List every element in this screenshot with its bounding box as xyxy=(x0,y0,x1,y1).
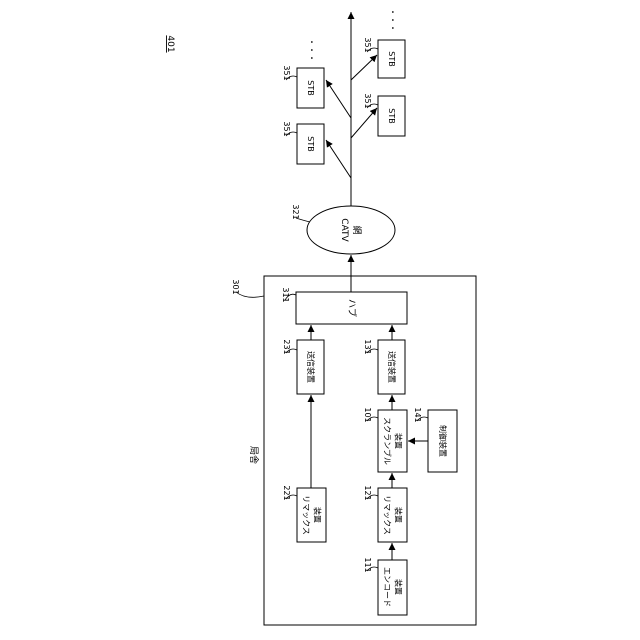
stb-ref: 351 xyxy=(363,93,372,108)
stb-right-upper: STB 351 ・・・ xyxy=(363,8,405,78)
encoder-label-line1: エンコード xyxy=(383,567,392,607)
stb-ref: 351 xyxy=(282,121,291,136)
scrambler-label-line1: スクランブル xyxy=(383,417,393,465)
transmit-device-label: 送信装置 xyxy=(306,351,316,383)
branch-to-stb-left-upper xyxy=(326,80,351,118)
encoder-label-line2: 装置 xyxy=(394,579,404,595)
scrambler-device-101: スクランブル 装置 101 xyxy=(363,407,407,472)
scrambler-label-line2: 装置 xyxy=(394,433,404,449)
catv-label-line1: CATV xyxy=(339,218,349,242)
control-device-141: 制御装置 141 xyxy=(413,407,457,472)
transmit-device-131: 送信装置 131 xyxy=(363,339,405,394)
remux-device-label-line1: リマックス xyxy=(383,495,392,535)
transmit-device-231: 送信装置 231 xyxy=(282,339,324,394)
remux-device-121: リマックス 装置 121 xyxy=(363,485,407,542)
stb-label: STB xyxy=(387,51,396,66)
encoder-device-111: エンコード 装置 111 xyxy=(363,557,407,615)
branch-to-stb-right-upper xyxy=(351,55,377,80)
catv-network xyxy=(307,206,395,254)
remux-device-label-line1: リマックス xyxy=(302,495,311,535)
catv-label-line2: 網 xyxy=(351,225,363,234)
stb-left-lower: STB 351 xyxy=(282,121,324,164)
transmit-device-label: 送信装置 xyxy=(387,351,397,383)
remux-device-label-line2: 装置 xyxy=(394,507,404,523)
branch-to-stb-left-lower xyxy=(326,140,351,178)
remux-device-221: リマックス 装置 221 xyxy=(282,485,326,542)
stb-label: STB xyxy=(387,108,396,123)
stb-label: STB xyxy=(306,136,315,151)
branch-to-stb-right-lower xyxy=(351,108,377,138)
station-label: 局舎 xyxy=(248,446,259,464)
hub-ref: 311 xyxy=(281,287,290,302)
remux-device-label-line2: 装置 xyxy=(313,507,323,523)
stb-right-lower: STB 351 xyxy=(363,93,405,136)
hub-label: ハブ xyxy=(346,299,358,317)
catv-ref: 321 xyxy=(291,204,300,219)
catv-ref-leader xyxy=(296,218,310,222)
ellipsis: ・・・ xyxy=(388,8,397,32)
ellipsis: ・・・ xyxy=(307,38,316,62)
figure-ref: 401 xyxy=(165,35,175,52)
station-ref: 301 xyxy=(231,279,240,294)
stb-label: STB xyxy=(306,80,315,95)
stb-ref: 351 xyxy=(282,65,291,80)
stb-ref: 351 xyxy=(363,37,372,52)
control-device-label: 制御装置 xyxy=(438,425,448,457)
stb-left-upper: STB 351 ・・・ xyxy=(282,38,324,108)
